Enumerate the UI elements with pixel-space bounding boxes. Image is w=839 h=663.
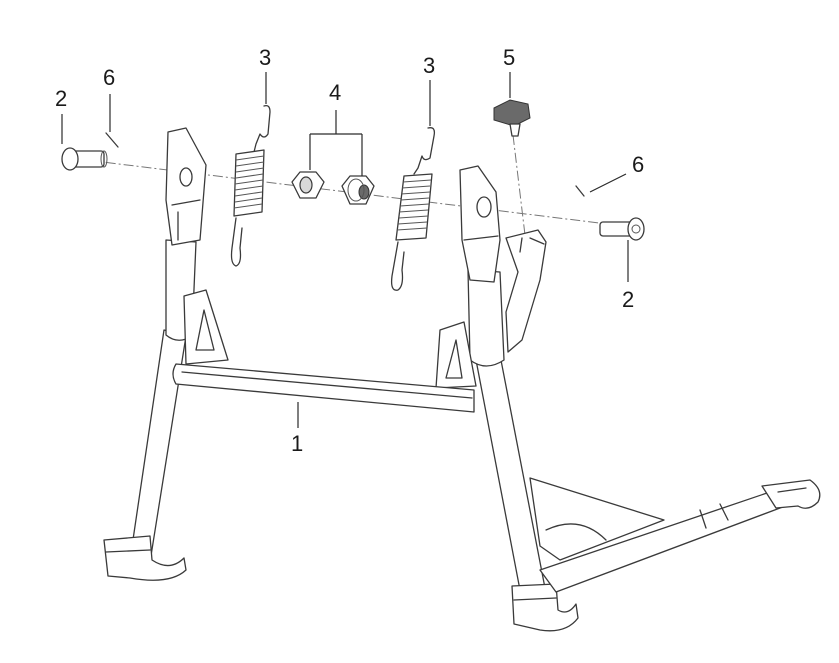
callout-pin-right: 2: [622, 287, 634, 312]
stand-right-leg: [475, 354, 546, 591]
callout-spring-left: 3: [259, 45, 271, 70]
callout-rubber-stop: 5: [503, 45, 515, 70]
stand-right-gusset: [435, 321, 477, 389]
cotter-pin-right: [575, 185, 585, 197]
stand-right-foot: [511, 583, 579, 632]
stand-right-bracket-hole: [476, 196, 492, 218]
pin-left-head: [61, 147, 79, 171]
spring-left: [230, 104, 271, 267]
cotter-pin-left: [105, 132, 119, 148]
pivot-axis-line: [69, 157, 641, 229]
stand-lever-web: [529, 477, 665, 561]
callout-nuts: 4: [329, 80, 341, 105]
stand-left-foot: [103, 535, 187, 581]
callout-stand: 1: [291, 431, 303, 456]
nut-plain: [291, 171, 325, 199]
callout-cotter-right: 6: [632, 152, 644, 177]
stand-stop-plate: [505, 229, 547, 353]
leader-nuts: [309, 110, 363, 176]
rubber-stop: [493, 99, 531, 137]
stop-axis-line: [512, 134, 526, 236]
callout-pin-left: 2: [55, 86, 67, 111]
stand-right-bracket: [459, 165, 501, 283]
pivot-pin-left: [61, 147, 108, 171]
stand-left-bracket-hole: [179, 167, 193, 187]
center-stand: [103, 127, 821, 632]
pin-right-head: [627, 217, 645, 241]
stand-left-gusset: [183, 289, 229, 365]
nut-locking: [341, 175, 375, 205]
callout-cotter-left: 6: [103, 65, 115, 90]
callout-spring-right: 3: [423, 53, 435, 78]
stand-lever-tab: [761, 479, 821, 509]
stand-cross-bar: [172, 363, 475, 413]
leader-cotter-right: [589, 173, 627, 193]
stand-right-upper-tube: [467, 269, 505, 367]
pivot-pin-right: [599, 217, 645, 241]
spring-right: [390, 127, 436, 291]
